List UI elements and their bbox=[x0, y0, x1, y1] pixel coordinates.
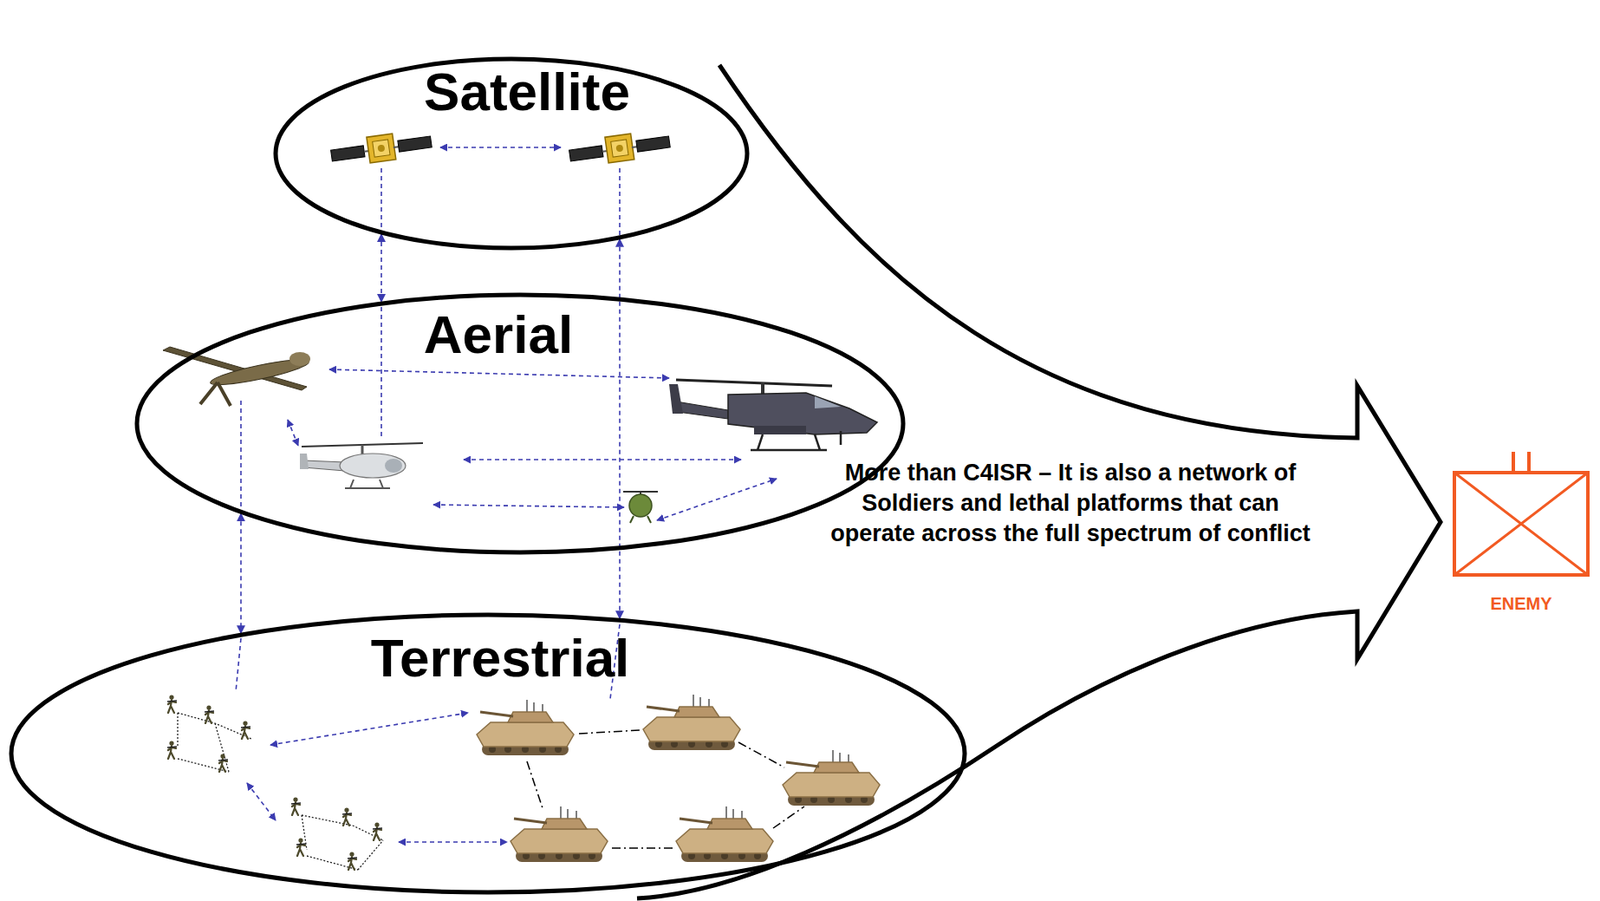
layer-label: Satellite bbox=[288, 65, 766, 119]
enemy-label: ENEMY bbox=[1449, 593, 1594, 614]
small-uav-icon bbox=[623, 491, 658, 523]
soldier-squad bbox=[167, 694, 252, 772]
layer-label: Aerial bbox=[112, 307, 885, 362]
layer-link bbox=[380, 234, 383, 302]
vehicle-icon bbox=[510, 806, 608, 862]
vehicle-icon bbox=[643, 694, 741, 750]
platform-links bbox=[235, 147, 777, 842]
satellite-icon bbox=[329, 128, 433, 169]
scout-helicopter-icon bbox=[299, 442, 423, 488]
layer-link bbox=[618, 239, 621, 618]
satellite-icon bbox=[567, 128, 671, 169]
attack-helicopter-icon bbox=[669, 379, 878, 450]
layer-ellipse: Aerial bbox=[134, 292, 906, 555]
vehicle-icon bbox=[476, 699, 574, 755]
enemy-symbol: ENEMY bbox=[1449, 449, 1594, 614]
vehicle-icon bbox=[676, 806, 774, 862]
callout-text: More than C4ISR – It is also a network o… bbox=[823, 457, 1318, 549]
enemy-unit-symbol bbox=[1449, 449, 1594, 579]
layer-label: Terrestrial bbox=[20, 630, 980, 685]
vehicle-icon bbox=[782, 749, 880, 806]
soldier-squad bbox=[291, 796, 384, 870]
arrow-callout: More than C4ISR – It is also a network o… bbox=[823, 457, 1318, 549]
big-arrow bbox=[637, 65, 1441, 898]
layer-link bbox=[240, 513, 242, 633]
layer-ellipse: Satellite bbox=[273, 56, 750, 251]
layer-ellipse: Terrestrial bbox=[8, 611, 968, 895]
uav-icon bbox=[162, 346, 311, 406]
